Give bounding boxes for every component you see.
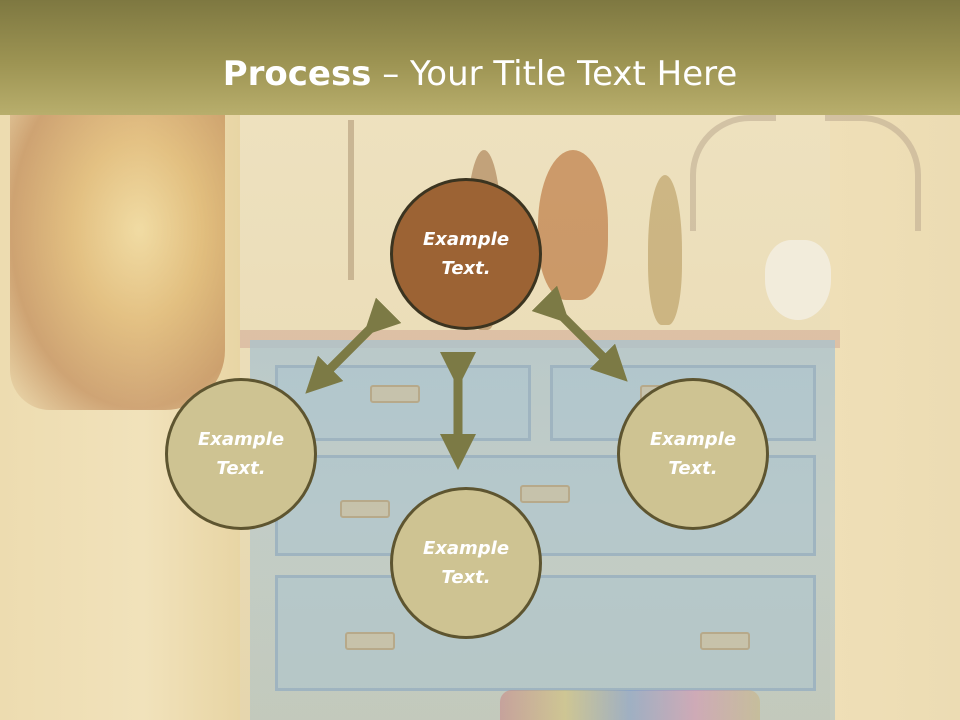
title-bar (0, 0, 960, 115)
arrow-center-left (305, 297, 402, 394)
deer-skull-image (765, 240, 831, 320)
bottom-node-label: Example Text. (422, 538, 510, 588)
center-node-label: Example Text. (422, 229, 510, 279)
slide-title[interactable]: Process – Your Title Text Here (0, 52, 960, 96)
right-node-label: Example Text. (649, 429, 737, 479)
gilded-mirror-image (10, 110, 225, 410)
drawer-handle-image (700, 632, 750, 650)
arrow-center-right (531, 285, 628, 382)
drawer-handle-image (340, 500, 390, 518)
center-node[interactable]: Example Text. (390, 178, 542, 330)
urn-image (538, 150, 608, 300)
fabric-image (500, 690, 760, 720)
statue-image (648, 175, 682, 325)
right-node[interactable]: Example Text. (617, 378, 769, 530)
drawer-handle-image (520, 485, 570, 503)
antler-image (825, 115, 921, 231)
bottom-node[interactable]: Example Text. (390, 487, 542, 639)
left-node[interactable]: Example Text. (165, 378, 317, 530)
left-node-label: Example Text. (197, 429, 285, 479)
slide-title-rest: – Your Title Text Here (371, 54, 738, 94)
slide-title-bold: Process (222, 54, 372, 94)
lamp-image (348, 120, 354, 280)
drawer-handle-image (345, 632, 395, 650)
